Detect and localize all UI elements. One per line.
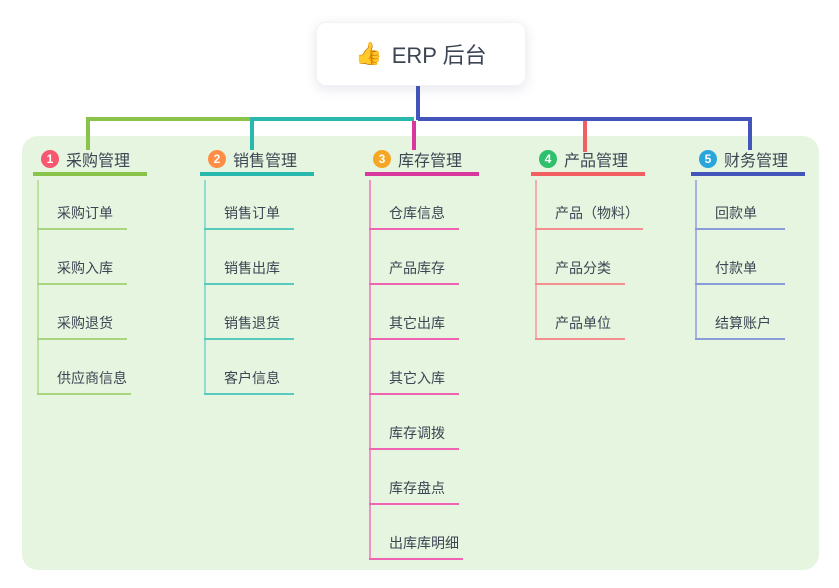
child-node-label: 其它出库 [389, 315, 445, 331]
child-node[interactable]: 库存调拨 [369, 422, 459, 450]
branch-5-bus-line [418, 117, 752, 121]
child-node-label: 其它入库 [389, 370, 445, 386]
thumbs-up-icon: 👍 [355, 41, 383, 66]
child-node-label: 产品（物料） [555, 205, 639, 221]
branch-product-management[interactable]: 4 产品管理 [531, 146, 645, 176]
child-node-label: 供应商信息 [57, 370, 127, 386]
branch-label: 产品管理 [564, 153, 629, 170]
branch-purchase-management[interactable]: 1 采购管理 [33, 146, 147, 176]
branch-inventory-management[interactable]: 3 库存管理 [365, 146, 479, 176]
child-node-label: 产品单位 [555, 315, 611, 331]
child-node[interactable]: 出库库明细 [369, 532, 463, 560]
branch-5-drop-line [748, 117, 752, 150]
child-node-label: 采购退货 [57, 315, 113, 331]
child-node-label: 产品库存 [389, 260, 445, 276]
child-node[interactable]: 采购入库 [37, 257, 127, 285]
branches-panel [22, 136, 819, 570]
child-node-label: 销售出库 [224, 260, 280, 276]
child-node[interactable]: 其它出库 [369, 312, 459, 340]
child-node[interactable]: 产品单位 [535, 312, 625, 340]
branch-rail [369, 180, 371, 560]
child-node[interactable]: 其它入库 [369, 367, 459, 395]
child-node[interactable]: 产品库存 [369, 257, 459, 285]
child-node[interactable]: 产品（物料） [535, 202, 643, 230]
branch-rail [37, 180, 39, 395]
branch-label: 销售管理 [233, 153, 298, 170]
branch-3-drop-line [412, 121, 416, 150]
child-node[interactable]: 仓库信息 [369, 202, 459, 230]
root-node[interactable]: 👍 ERP 后台 [316, 22, 526, 86]
branch-number-badge: 5 [699, 150, 717, 168]
child-node[interactable]: 结算账户 [695, 312, 785, 340]
branch-label: 采购管理 [66, 153, 131, 170]
branch-1-drop-line [86, 117, 90, 150]
child-node-label: 销售订单 [224, 205, 280, 221]
branch-rail [204, 180, 206, 395]
child-node-label: 产品分类 [555, 260, 611, 276]
child-node-label: 付款单 [715, 260, 757, 276]
branch-sales-management[interactable]: 2 销售管理 [200, 146, 314, 176]
branch-1-bus-line [86, 117, 252, 121]
branch-number-badge: 4 [539, 150, 557, 168]
child-node[interactable]: 销售出库 [204, 257, 294, 285]
branch-number-badge: 1 [41, 150, 59, 168]
child-node-label: 仓库信息 [389, 205, 445, 221]
child-node-label: 结算账户 [715, 315, 771, 331]
branch-finance-management[interactable]: 5 财务管理 [691, 146, 805, 176]
child-node[interactable]: 供应商信息 [37, 367, 131, 395]
branch-rail [535, 180, 537, 340]
child-node[interactable]: 销售订单 [204, 202, 294, 230]
child-node-label: 客户信息 [224, 370, 280, 386]
child-node-label: 采购入库 [57, 260, 113, 276]
root-connector-line [416, 84, 420, 120]
branch-number-badge: 3 [373, 150, 391, 168]
child-node-label: 库存调拨 [389, 425, 445, 441]
child-node[interactable]: 采购退货 [37, 312, 127, 340]
child-node[interactable]: 客户信息 [204, 367, 294, 395]
branch-label: 库存管理 [398, 153, 463, 170]
child-node-label: 采购订单 [57, 205, 113, 221]
child-node[interactable]: 采购订单 [37, 202, 127, 230]
child-node-label: 回款单 [715, 205, 757, 221]
child-node-label: 销售退货 [224, 315, 280, 331]
branch-rail [695, 180, 697, 340]
branch-2-bus-line [250, 117, 414, 121]
child-node-label: 出库库明细 [389, 535, 459, 551]
root-node-label: ERP 后台 [391, 43, 487, 68]
branch-number-badge: 2 [208, 150, 226, 168]
child-node-label: 库存盘点 [389, 480, 445, 496]
child-node[interactable]: 库存盘点 [369, 477, 459, 505]
child-node[interactable]: 产品分类 [535, 257, 625, 285]
branch-4-drop-line [583, 121, 587, 152]
child-node[interactable]: 付款单 [695, 257, 785, 285]
branch-2-drop-line [250, 117, 254, 150]
child-node[interactable]: 回款单 [695, 202, 785, 230]
child-node[interactable]: 销售退货 [204, 312, 294, 340]
branch-label: 财务管理 [724, 153, 789, 170]
